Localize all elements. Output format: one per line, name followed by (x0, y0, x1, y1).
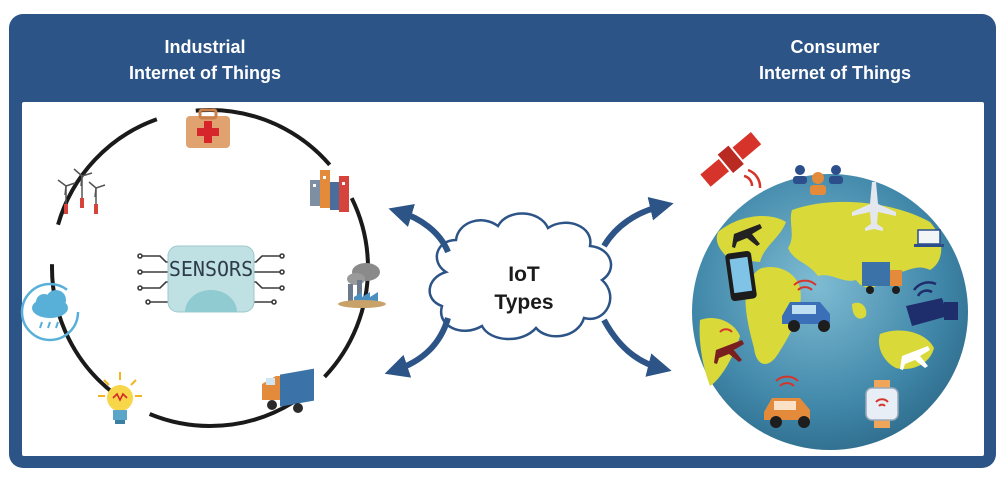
arrow-to-upper-right (601, 197, 674, 248)
light-bulb-icon (98, 372, 142, 424)
consumer-iot-title: Consumer Internet of Things (720, 34, 950, 86)
industrial-title-line2: Internet of Things (129, 63, 281, 83)
medical-kit-icon (186, 108, 230, 148)
industrial-iot-title: Industrial Internet of Things (80, 34, 330, 86)
smartwatch-icon (865, 380, 899, 428)
sensors-chip: SENSORS (137, 245, 285, 313)
iot-types-cloud: IoT Types (428, 212, 613, 341)
arrow-to-lower-left (384, 317, 451, 378)
consumer-title-line2: Internet of Things (759, 63, 911, 83)
car-icon (782, 279, 830, 332)
cloud-text-line1: IoT (508, 263, 540, 286)
security-camera-icon (906, 281, 958, 326)
arrow-to-lower-right (601, 318, 672, 377)
car-icon-2 (764, 375, 810, 428)
factory-icon (338, 263, 386, 308)
laptop-icon (914, 229, 944, 247)
connector-arrows (384, 197, 674, 378)
airplane-icon-3 (714, 328, 744, 364)
delivery-truck-icon-2 (862, 262, 902, 294)
city-buildings-icon (310, 170, 349, 212)
arrow-to-upper-left (388, 203, 451, 254)
airplane-icon (852, 182, 896, 231)
sensors-label: SENSORS (169, 257, 253, 281)
smartphone-icon (725, 250, 757, 302)
people-network-icon (793, 165, 843, 195)
delivery-truck-icon (262, 368, 314, 413)
satellite-icon (700, 132, 762, 189)
chip-dome (185, 290, 237, 312)
industrial-title-line1: Industrial (164, 37, 246, 57)
wind-turbines-icon (57, 168, 106, 214)
airplane-icon-2 (732, 224, 762, 248)
cloud-text-line2: Types (494, 291, 553, 314)
consumer-title-line1: Consumer (790, 37, 880, 57)
airplane-icon-4 (900, 346, 930, 370)
weather-cloud-icon (20, 282, 80, 342)
